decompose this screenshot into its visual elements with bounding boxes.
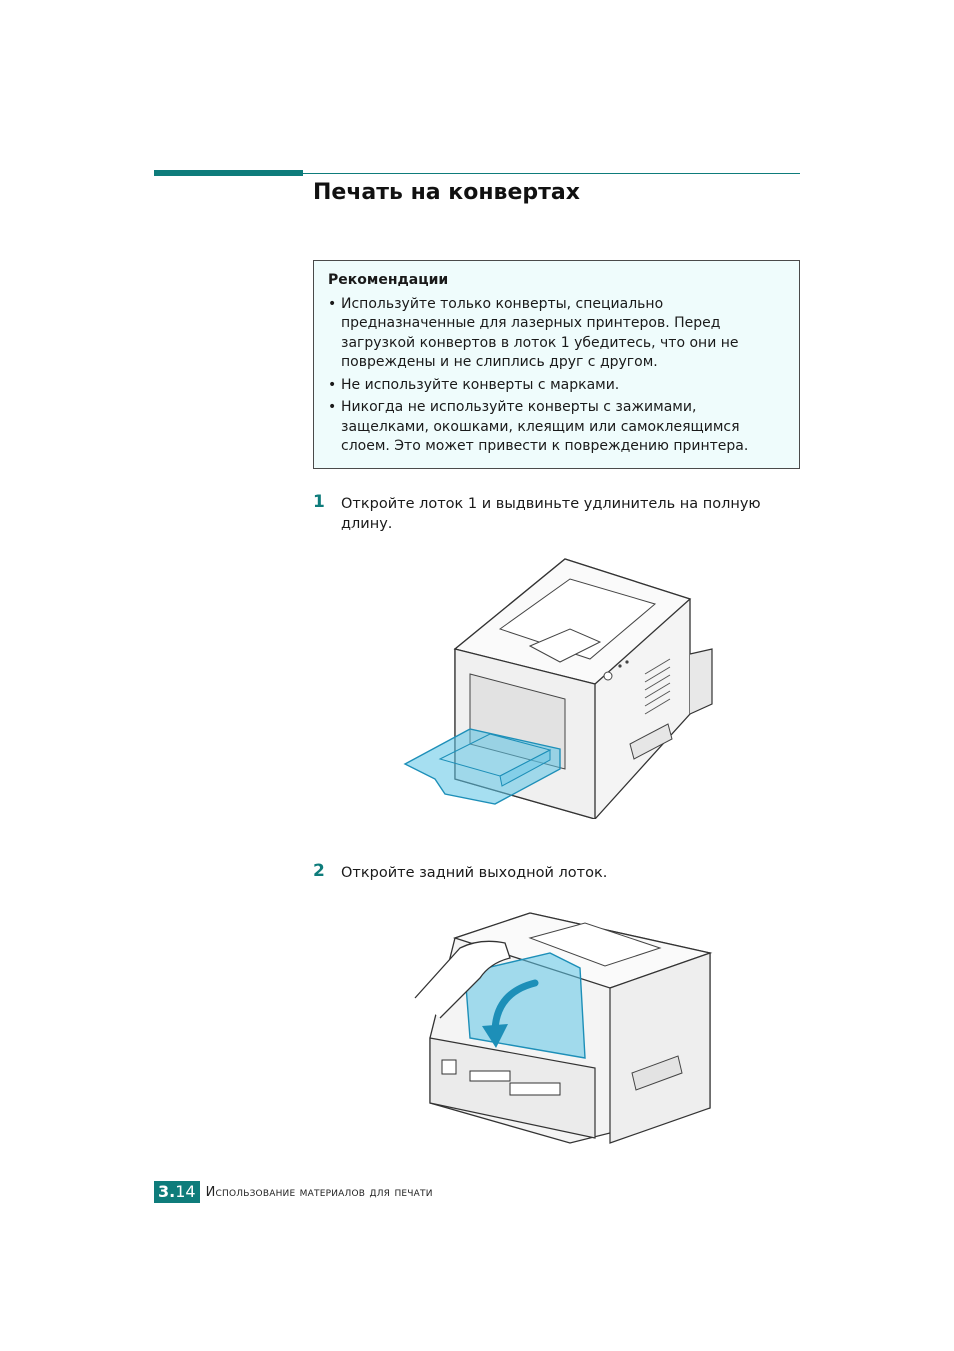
step-number: 2 <box>313 861 325 881</box>
tips-heading: Рекомендации <box>328 272 449 288</box>
page-number: 14 <box>175 1182 196 1201</box>
printer-rear-tray-illustration <box>414 912 713 1144</box>
step-1: 1 Откройте лоток 1 и выдвиньте удлинител… <box>313 492 783 534</box>
header-rule-thick <box>154 170 303 176</box>
step-text: Откройте задний выходной лоток. <box>341 865 608 881</box>
page-footer: 3. 14 Использование материалов для печат… <box>154 1181 433 1203</box>
chapter-number: 3. <box>158 1182 176 1201</box>
printer-front-tray-illustration <box>403 558 713 819</box>
tip-item: Используйте только конверты, специально … <box>328 295 785 373</box>
step-text: Откройте лоток 1 и выдвиньте удлинитель … <box>341 496 761 532</box>
tip-item: Не используйте конверты с марками. <box>328 376 785 396</box>
header-rule-thin <box>303 173 800 174</box>
footer-chapter-title: Использование материалов для печати <box>205 1184 433 1200</box>
tip-item: Никогда не используйте конверты с зажима… <box>328 398 785 457</box>
step-number: 1 <box>313 492 325 512</box>
tips-box: Рекомендации Используйте только конверты… <box>313 260 800 469</box>
page-number-badge: 3. 14 <box>154 1181 200 1203</box>
page-title: Печать на конвертах <box>313 180 580 205</box>
step-2: 2 Откройте задний выходной лоток. <box>313 861 783 883</box>
tips-list: Используйте только конверты, специально … <box>328 295 785 457</box>
